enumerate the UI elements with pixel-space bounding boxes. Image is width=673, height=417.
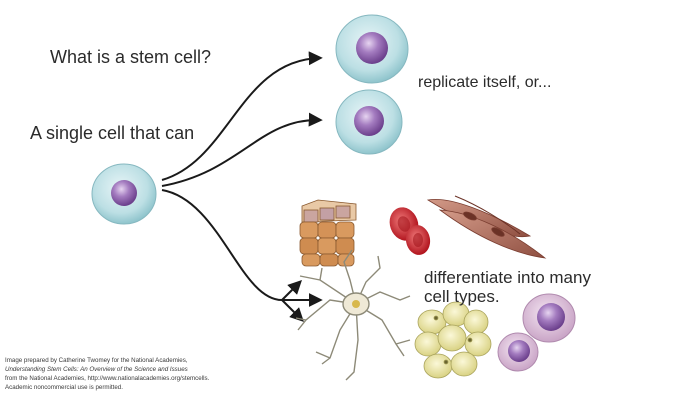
stem-cell-copy-bottom (335, 89, 403, 155)
red-blood-cells (389, 207, 431, 255)
stem-cell-origin (91, 163, 157, 225)
neuron (295, 249, 411, 381)
credit-line-2: Understanding Stem Cells: An Overview of… (5, 366, 188, 373)
arrows (161, 51, 323, 322)
credit-line-1: Image prepared by Catherine Twomey for t… (5, 357, 188, 364)
stem-cell-copy-top (335, 14, 409, 84)
arrow-branch-down (281, 299, 304, 322)
arrow-to-replicate-top (161, 51, 323, 181)
arrow-branch-up (281, 280, 302, 301)
epithelial-cells (299, 199, 357, 267)
credit-line-3: from the National Academies, http://www.… (5, 375, 210, 382)
credit-line-4: Academic noncommercial use is permitted. (5, 384, 123, 391)
single-cell-label: A single cell that can (30, 123, 195, 143)
arrow-to-differentiate (161, 189, 283, 301)
white-blood-cells (497, 293, 576, 372)
arrow-to-replicate-bottom (161, 112, 323, 187)
replicate-label: replicate itself, or... (418, 74, 552, 91)
diagram-title: What is a stem cell? (50, 47, 212, 67)
image-credit: Image prepared by Catherine Twomey for t… (5, 356, 305, 392)
muscle-cells (426, 195, 547, 259)
differentiate-label-line2: cell types. (424, 287, 500, 306)
differentiate-label-line1: differentiate into many (424, 268, 591, 287)
fat-cells (414, 301, 492, 379)
